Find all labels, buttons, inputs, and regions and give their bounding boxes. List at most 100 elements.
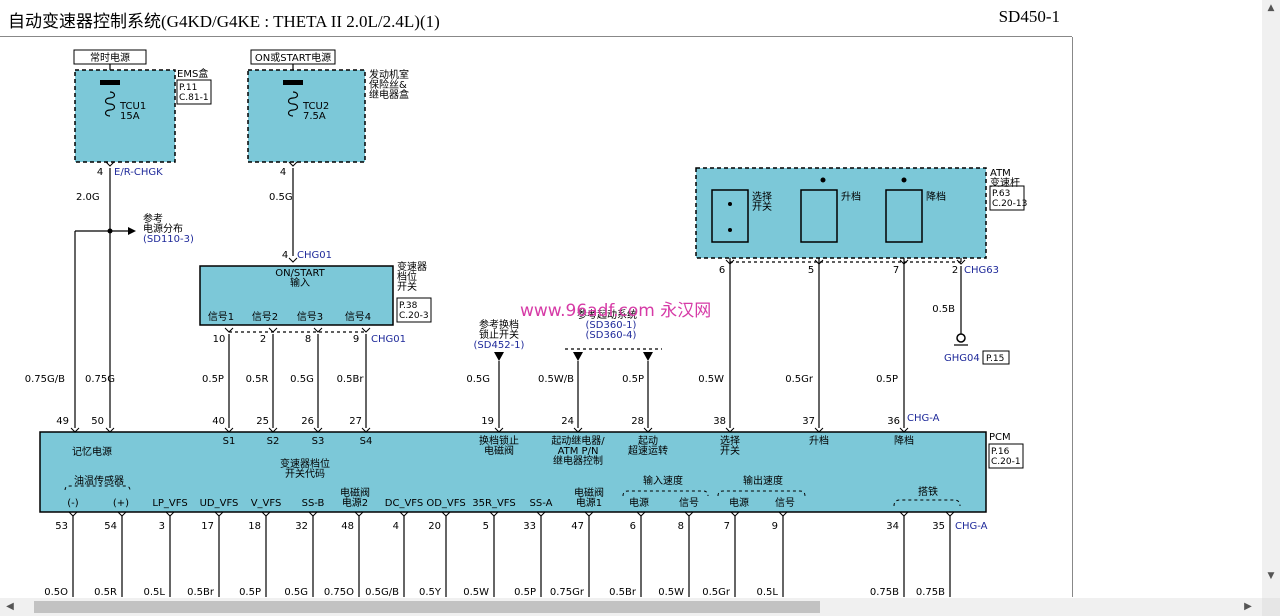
pin-mark (313, 327, 323, 333)
fuse-box-name: EMS盒 (177, 67, 208, 80)
wire-code: 0.5W (658, 587, 684, 597)
wire-code: 0.5B (932, 304, 955, 315)
pcm-pin-number: 47 (571, 521, 584, 532)
pcm-pin-number: 38 (713, 416, 726, 427)
connector-code: CHG01 (371, 334, 406, 345)
pcm-top-pin (725, 427, 735, 433)
pcm-ground-label: 搭铁 (918, 485, 938, 498)
pcm-pin-label: 降档 (894, 434, 914, 447)
output-speed-power: 电源 (729, 496, 749, 509)
oil-temp-label: 油温传感器 (74, 474, 124, 487)
pcm-pin-label: 继电器控制 (553, 454, 603, 467)
pcm-pin-label: 起动 (638, 435, 658, 447)
pcm-pin-label: 升档 (809, 434, 829, 447)
pcm-pin-label: 电磁阀 (484, 444, 514, 457)
pcm-top-pin (573, 427, 583, 433)
pcm-pin-number: 40 (212, 416, 225, 427)
solenoid-power-label: 电源1 (576, 496, 602, 509)
page-ref-text: P.15 (986, 354, 1004, 364)
fuse-box-name: 发动机室 (369, 68, 409, 81)
splice-dot (820, 177, 826, 183)
wire-code: 0.5Br (337, 374, 365, 385)
atm-title: ATM (990, 168, 1011, 179)
pcm-bottom-pin (308, 511, 318, 517)
pcm-pin-number: 50 (91, 416, 104, 427)
memory-power-label: 记忆电源 (72, 445, 112, 458)
output-speed-label: 输出速度 (743, 474, 783, 487)
scroll-left-icon[interactable]: ◀ (6, 601, 14, 612)
pcm-top-pin (224, 427, 234, 433)
pcm-bottom-pin (214, 511, 224, 517)
busbar-icon (100, 80, 120, 85)
pcm-bottom-label: SS-A (530, 498, 553, 509)
wire-code: 0.75Gr (550, 587, 585, 597)
tr-signal-label: 信号1 (208, 311, 234, 323)
scroll-down-icon[interactable]: ▼ (1267, 571, 1275, 581)
wire-code: 0.5P (202, 374, 224, 385)
input-speed-signal: 信号 (679, 497, 699, 509)
scroll-right-icon[interactable]: ▶ (1244, 601, 1252, 612)
pin-mark (956, 259, 966, 265)
pin-number: 4 (97, 167, 103, 178)
pcm-pin-number: 32 (295, 521, 308, 532)
busbar-icon (283, 80, 303, 85)
pcm-pin-number: 34 (886, 521, 899, 532)
pcm-pin-number: 37 (802, 416, 815, 427)
pcm-bottom-pin (636, 511, 646, 517)
pcm-top-pin (70, 427, 80, 433)
pcm-bottom-pin (441, 511, 451, 517)
pin-number: 4 (280, 167, 286, 178)
connector-code: E/R-CHGK (114, 167, 163, 178)
input-speed-power: 电源 (629, 496, 649, 509)
fuse-icon (104, 91, 116, 117)
pcm-pin-label: ATM P/N (558, 446, 599, 457)
pcm-bottom-pin (536, 511, 546, 517)
switch-contact (728, 202, 732, 206)
wire-code: 0.5W (698, 374, 724, 385)
atm-title: 变速杆 (990, 176, 1020, 189)
range-code-label: 开关代码 (285, 467, 325, 480)
diagram-title: 自动变速器控制系统(G4KD/G4KE : THETA II 2.0L/2.4L… (8, 12, 440, 31)
horizontal-scrollbar[interactable]: ◀ ▶ (0, 598, 1262, 616)
supply-pin (288, 161, 298, 167)
pcm-bottom-label: DC_VFS (385, 498, 423, 509)
pcm-pin-number: 25 (256, 416, 269, 427)
pcm-pin-label: 开关 (720, 444, 740, 457)
pcm-bottom-label: SS-B (302, 498, 325, 509)
wire-code: 0.5P (239, 587, 261, 597)
scroll-up-icon[interactable]: ▲ (1267, 3, 1275, 13)
tr-signal-label: 信号3 (297, 311, 323, 323)
pcm-pin-label: S3 (312, 436, 325, 447)
input-speed-label: 输入速度 (643, 474, 683, 487)
interlock-ref-text: 锁止开关 (479, 328, 519, 341)
range-code-label: 变速器档位 (280, 457, 330, 470)
lever-switch (885, 189, 923, 243)
wire-code: 0.5L (144, 587, 166, 597)
pcm-bottom-pin (730, 511, 740, 517)
wire-code: 0.5W/B (538, 374, 574, 385)
horizontal-scroll-thumb[interactable] (34, 601, 820, 613)
pcm-pin-number: 54 (104, 521, 117, 532)
vertical-scrollbar[interactable]: ▲ ▼ (1262, 0, 1280, 598)
pcm-pin-number: 6 (630, 521, 636, 532)
oil-temp-bracket (64, 485, 131, 491)
pcm-bottom-pin (945, 511, 955, 517)
page-ref-box (982, 350, 1010, 365)
wire-code: 0.5G/B (365, 587, 399, 597)
output-speed-bracket (717, 490, 806, 497)
pcm-pin-number: 20 (428, 521, 441, 532)
fuse-rating: 7.5A (303, 111, 326, 122)
ref-arrow-icon (128, 227, 136, 235)
page-ref-box (988, 443, 1024, 469)
document-id: SD450-1 (998, 7, 1060, 26)
wire-code: 0.5G (284, 587, 308, 597)
tr-switch-name: 变速器 (397, 260, 427, 273)
lever-switch (800, 189, 838, 243)
pcm-pin-number: 26 (301, 416, 314, 427)
page-ref-box (396, 297, 432, 323)
pin-mark (725, 259, 735, 265)
page-ref-box (989, 185, 1025, 211)
fuse-rating: 15A (120, 111, 140, 122)
pcm-top-pin (814, 427, 824, 433)
pcm-top-pin (361, 427, 371, 433)
